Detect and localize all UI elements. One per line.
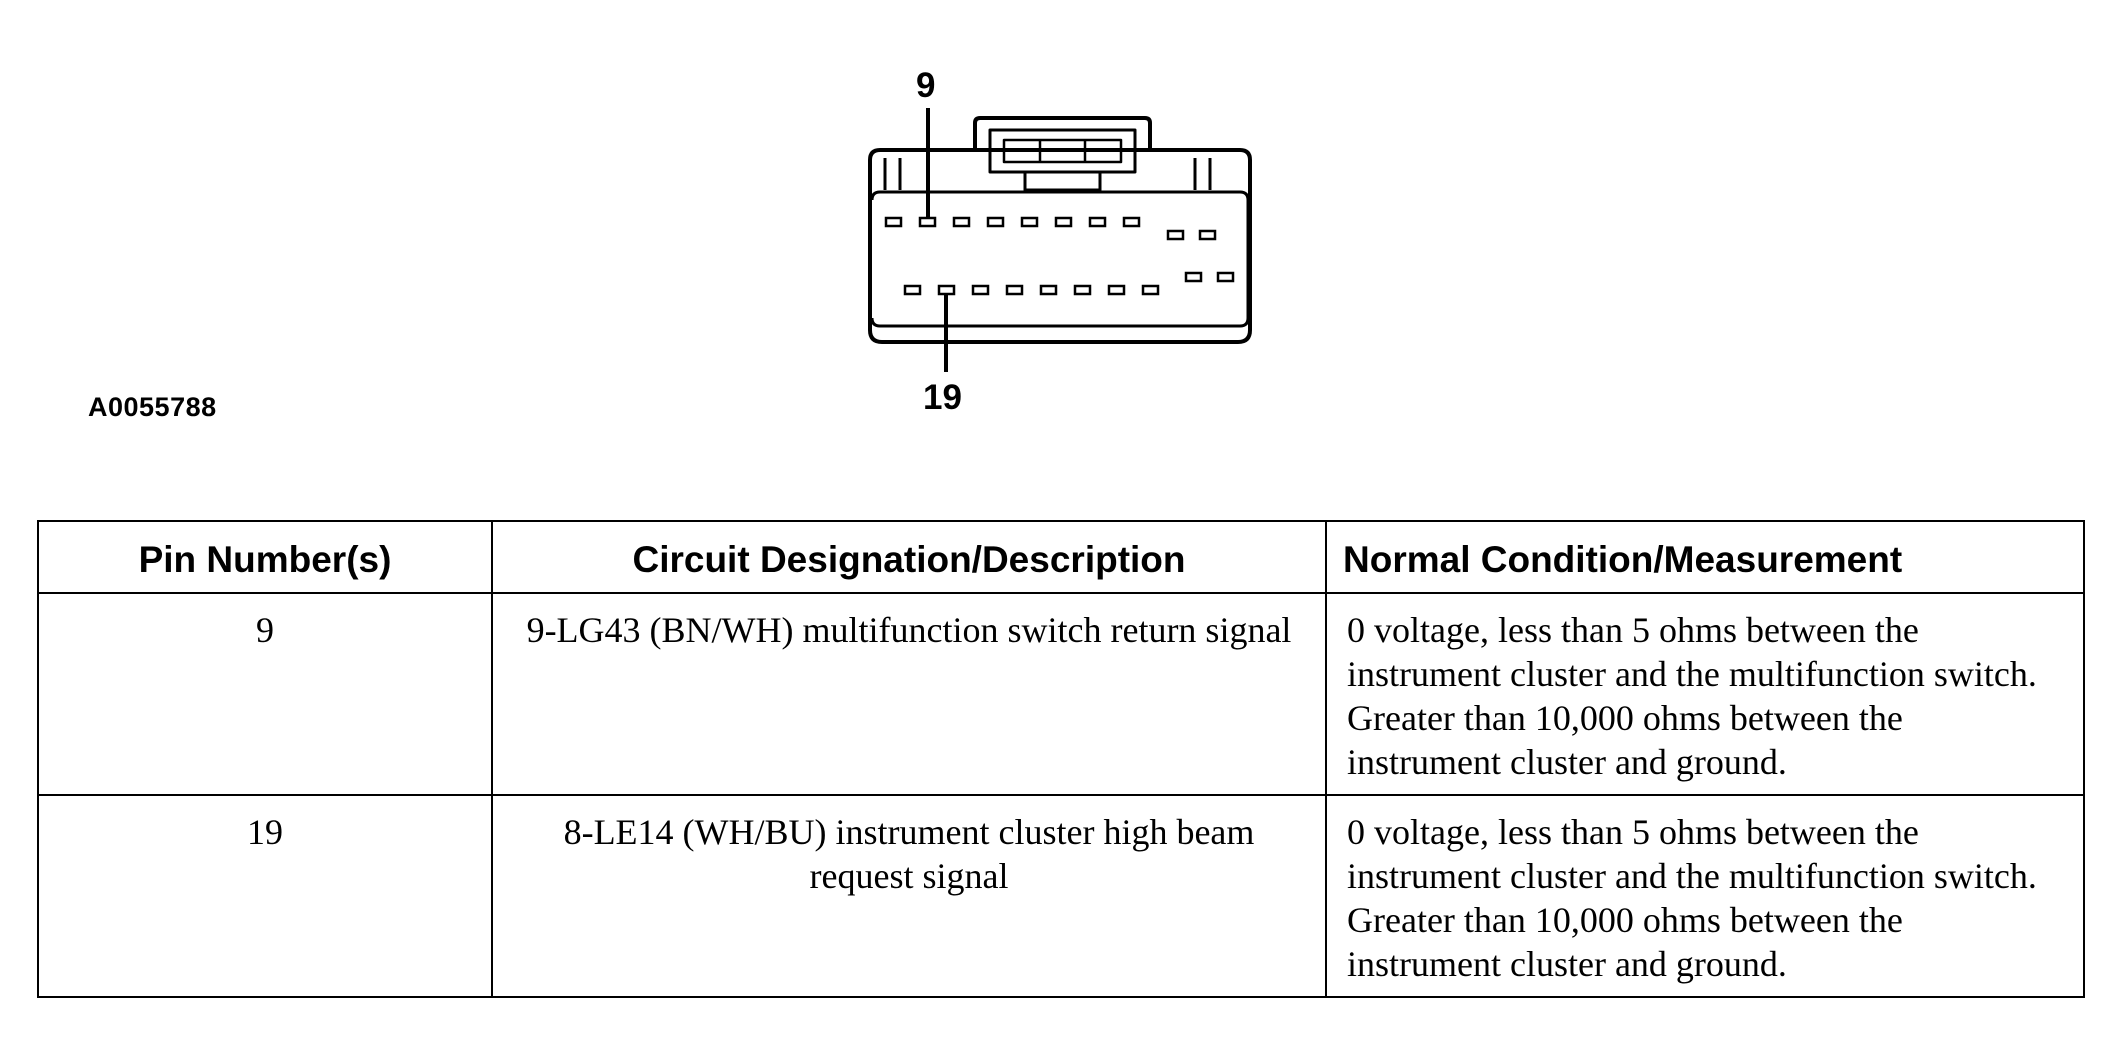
table-row: 19 8-LE14 (WH/BU) instrument cluster hig… xyxy=(37,794,2085,998)
connector-face xyxy=(870,190,1250,328)
condition-cell: 0 voltage, less than 5 ohms between the … xyxy=(1325,592,2085,796)
circuit-cell: 9-LG43 (BN/WH) multifunction switch retu… xyxy=(491,592,1327,796)
header-circuit-description: Circuit Designation/Description xyxy=(491,520,1327,594)
connector-latch xyxy=(973,116,1152,150)
figure-id: A0055788 xyxy=(88,392,217,422)
table-row: 9 9-LG43 (BN/WH) multifunction switch re… xyxy=(37,592,2085,796)
pinout-table: Pin Number(s) Circuit Designation/Descri… xyxy=(37,520,2085,998)
header-normal-condition: Normal Condition/Measurement xyxy=(1325,520,2085,594)
connector-body xyxy=(868,148,1252,344)
connector-face-diagram xyxy=(868,108,1252,372)
table-header-row: Pin Number(s) Circuit Designation/Descri… xyxy=(37,520,2085,594)
pin-row-top xyxy=(884,216,1217,241)
header-pin-numbers: Pin Number(s) xyxy=(37,520,493,594)
pin-9-callout: 9 xyxy=(916,66,936,105)
pin-row-bottom xyxy=(903,271,1235,296)
pin-cell: 19 xyxy=(37,794,493,998)
connector-figure: 9 19 A0055788 xyxy=(0,0,2124,460)
pin-19-callout: 19 xyxy=(923,378,962,417)
circuit-cell: 8-LE14 (WH/BU) instrument cluster high b… xyxy=(491,794,1327,998)
pin-cell: 9 xyxy=(37,592,493,796)
condition-cell: 0 voltage, less than 5 ohms between the … xyxy=(1325,794,2085,998)
